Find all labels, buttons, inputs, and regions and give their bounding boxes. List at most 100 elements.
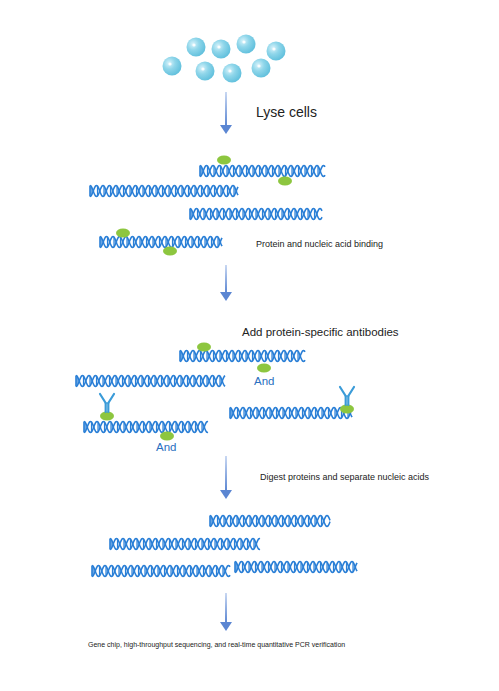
dna-rung [252,167,253,176]
dna-rung [120,238,121,247]
dna-rung [96,377,97,386]
dna-rung [83,377,84,386]
dna-end [234,562,236,573]
dna-rung [102,377,103,386]
dna-strand [110,539,260,550]
dna-rung [236,517,237,526]
dna-rung [146,238,147,247]
dna-helix [84,422,208,433]
antibody [340,387,354,405]
dna-rung [204,238,205,247]
conjunction-label: And [254,375,294,388]
dna-rung [191,238,192,247]
dna-rung [230,409,231,418]
dna-rung [219,352,220,361]
dna-rung [207,187,208,196]
dna-end [199,166,201,177]
dna-helix [180,351,305,362]
cell-highlight [242,40,245,43]
dna-rung [149,187,150,196]
dna-rung [130,540,131,549]
dna-rung [317,167,318,176]
dna-rung [213,377,214,386]
cell [187,38,206,57]
dna-rung [92,567,93,576]
dna-rung [129,187,130,196]
dna-rung [239,352,240,361]
dna-helix [190,209,322,220]
dna-end [179,351,181,362]
dna-rung [214,187,215,196]
dna-rung [210,517,211,526]
antibody-arm [348,387,354,396]
dna-rung [154,377,155,386]
dna-rung [301,210,302,219]
dna-rung [232,352,233,361]
dna-rung [275,517,276,526]
dna-strand [235,562,357,573]
antibody [100,394,114,412]
dna-rung [123,540,124,549]
dna-group [76,156,357,577]
arrow-shaft [225,456,227,491]
dna-rung [180,352,181,361]
dna-rung [200,352,201,361]
dna-rung [112,567,113,576]
protein [100,412,114,421]
dna-rung [248,563,249,572]
dna-rung [274,563,275,572]
dna-strand [92,566,230,577]
antibody-arm [105,403,107,412]
dna-rung [164,567,165,576]
dna-rung [282,517,283,526]
dna-rung [118,567,119,576]
dna-rung [138,567,139,576]
dna-rung [217,238,218,247]
dna-rung [175,187,176,196]
dna-rung [237,409,238,418]
dna-rung [291,352,292,361]
antibody-arm [345,396,347,405]
dna-rung [287,563,288,572]
flow-arrow [220,593,232,631]
dna-rung [300,563,301,572]
dna-rung [314,210,315,219]
dna-rung [155,187,156,196]
dna-rung [213,352,214,361]
dna-rung [311,167,312,176]
dna-rung [221,540,222,549]
protein [116,229,130,238]
dna-rung [226,352,227,361]
dna-rung [275,210,276,219]
dna-helix [92,566,230,577]
dna-rung [90,187,91,196]
dna-rung [249,210,250,219]
dna-rung [97,187,98,196]
cell [196,62,215,81]
dna-rung [122,377,123,386]
dna-rung [148,377,149,386]
dna-rung [156,540,157,549]
dna-rung [216,567,217,576]
dna-rung [206,352,207,361]
dna-rung [288,517,289,526]
dna-helix [100,237,222,248]
dna-rung [136,187,137,196]
dna-rung [269,409,270,418]
arrow-head [220,622,232,631]
dna-rung [109,377,110,386]
dna-rung [220,167,221,176]
dna-rung [233,167,234,176]
dna-rung [245,352,246,361]
step-label: Digest proteins and separate nucleic aci… [260,472,490,482]
arrow-shaft [225,92,227,126]
dna-rung [196,567,197,576]
dna-rung [223,517,224,526]
dna-rung [256,517,257,526]
dna-rung [152,238,153,247]
flow-arrow [220,92,232,134]
dna-rung [76,377,77,386]
dna-rung [269,517,270,526]
dna-rung [301,517,302,526]
